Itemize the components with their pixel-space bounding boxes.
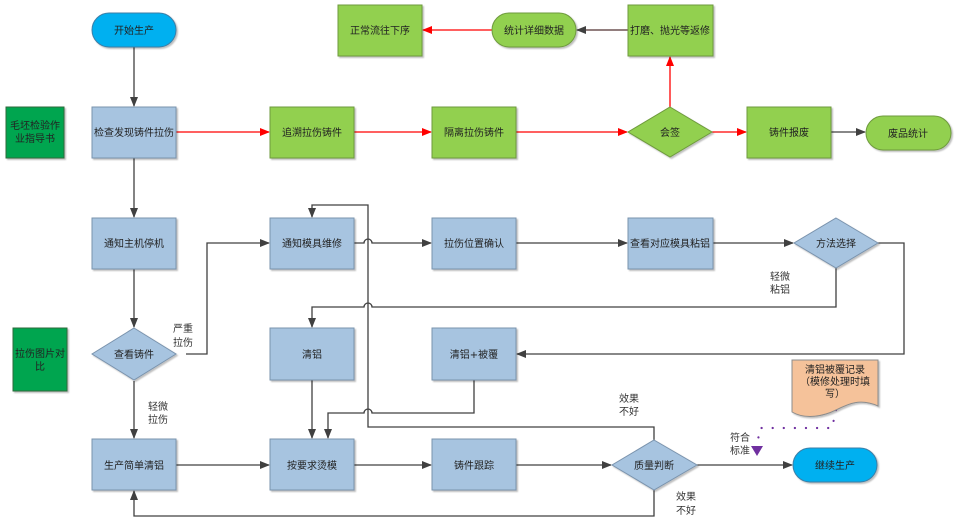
simple-clean-label: 生产简单清铝	[104, 459, 164, 472]
quality-judgement-decision[interactable]: 质量判断	[611, 439, 698, 491]
check-casting-decision[interactable]: 查看铸件	[91, 327, 177, 381]
defect-photo-compare[interactable]: 拉伤图片对 比	[12, 327, 68, 392]
guide-line-2: 业指导书	[15, 132, 55, 145]
scrap-stats-terminal[interactable]: 废品统计	[865, 115, 952, 151]
scrap-casting-box[interactable]: 铸件报废	[746, 106, 832, 159]
notify-stop-box[interactable]: 通知主机停机	[91, 217, 177, 270]
normal-flow-box[interactable]: 正常流往下序	[337, 4, 423, 57]
detail-stats-terminal[interactable]: 统计详细数据	[491, 12, 577, 48]
scrap-stats-label: 废品统计	[888, 127, 928, 140]
label-severe-1: 严重	[173, 322, 193, 335]
spray-mold-label: 按要求烫模	[287, 459, 337, 472]
method-choice-decision[interactable]: 方法选择	[793, 217, 879, 269]
start-terminal[interactable]: 开始生产	[91, 12, 177, 48]
rework-label: 打磨、抛光等返修	[630, 24, 710, 37]
inspect-defect-box[interactable]: 检查发现铸件拉伤	[91, 106, 177, 159]
simple-clean-box[interactable]: 生产简单清铝	[91, 438, 177, 491]
arrowhead-note-standard	[751, 446, 763, 456]
clean-aluminum-box[interactable]: 清铝	[269, 327, 355, 381]
method-choice-label: 方法选择	[816, 237, 856, 250]
check-mold-sticking-label: 查看对应模具粘铝	[630, 237, 710, 250]
label-meets-standard-1: 符合	[730, 431, 750, 444]
continue-production-label: 继续生产	[815, 459, 855, 472]
notify-mold-repair-box[interactable]: 通知模具维修	[269, 217, 355, 270]
check-mold-sticking-box[interactable]: 查看对应模具粘铝	[627, 217, 714, 270]
scrap-casting-label: 铸件报废	[769, 126, 809, 139]
isolate-castings-label: 隔离拉伤铸件	[444, 126, 504, 139]
connectors	[130, 26, 905, 517]
trace-castings-label: 追溯拉伤铸件	[282, 126, 342, 139]
connector-cleancoat-spray	[324, 380, 475, 439]
label-bad-effect-bottom-2: 不好	[676, 505, 696, 517]
countersign-decision[interactable]: 会签	[627, 106, 713, 158]
label-slight-strain-1: 轻微	[148, 400, 168, 413]
photo-compare-line-2: 比	[35, 361, 45, 373]
record-note-document[interactable]: 清铝被覆记录 （模修处理时填 写）	[791, 359, 879, 417]
clean-aluminum-label: 清铝	[302, 348, 322, 361]
continue-production-terminal[interactable]: 继续生产	[792, 447, 878, 483]
isolate-castings-box[interactable]: 隔离拉伤铸件	[431, 106, 517, 159]
spray-mold-box[interactable]: 按要求烫模	[269, 438, 355, 491]
rework-box[interactable]: 打磨、抛光等返修	[627, 4, 714, 57]
connector-notifymold-confirm	[354, 238, 432, 247]
label-slight-strain-2: 拉伤	[148, 413, 168, 426]
notify-mold-repair-label: 通知模具维修	[282, 237, 342, 250]
clean-and-coat-label: 清铝+被覆	[450, 348, 498, 361]
nodes: 开始生产 正常流往下序 统计详细数据 打磨、抛光等返修 毛坯检验作 业指导书 检…	[5, 4, 952, 491]
normal-flow-label: 正常流往下序	[350, 24, 410, 37]
label-bad-effect-bottom-1: 效果	[676, 490, 696, 503]
track-casting-label: 铸件跟踪	[454, 459, 494, 472]
connector-quality-simpleclean	[130, 490, 655, 517]
record-note-line-3: 写）	[825, 388, 845, 400]
label-slight-sticking-2: 粘铝	[770, 283, 790, 296]
record-note-line-1: 清铝被覆记录	[805, 363, 865, 376]
connector-method-cleancoat	[516, 242, 905, 358]
notify-stop-label: 通知主机停机	[104, 237, 164, 250]
detail-stats-label: 统计详细数据	[504, 24, 564, 37]
label-severe-2: 拉伤	[173, 336, 193, 349]
confirm-location-box[interactable]: 拉伤位置确认	[431, 217, 517, 270]
connector-note-standard	[755, 408, 838, 448]
quality-judgement-label: 质量判断	[634, 459, 674, 472]
start-label: 开始生产	[114, 24, 154, 37]
blank-inspection-guide[interactable]: 毛坯检验作 业指导书	[5, 106, 65, 159]
label-slight-sticking-1: 轻微	[770, 270, 790, 283]
clean-and-coat-box[interactable]: 清铝+被覆	[431, 327, 517, 381]
label-bad-effect-top-1: 效果	[619, 392, 639, 405]
connector-quality-notifymold	[308, 204, 655, 440]
confirm-location-label: 拉伤位置确认	[444, 237, 504, 250]
photo-compare-line-1: 拉伤图片对	[15, 347, 65, 360]
track-casting-box[interactable]: 铸件跟踪	[431, 438, 517, 491]
guide-line-1: 毛坯检验作	[10, 119, 60, 132]
check-casting-label: 查看铸件	[114, 348, 154, 361]
countersign-label: 会签	[660, 126, 680, 139]
connector-method-clean	[308, 268, 837, 328]
inspect-defect-label: 检查发现铸件拉伤	[94, 126, 174, 139]
label-meets-standard-2: 标准	[730, 445, 750, 457]
trace-castings-box[interactable]: 追溯拉伤铸件	[269, 106, 355, 159]
connector-check-notifymold	[186, 239, 270, 355]
record-note-line-2: （模修处理时填	[800, 375, 870, 388]
edge-labels: 严重 拉伤 轻微 拉伤 轻微 粘铝 效果 不好 效果 不好 符合 标准	[148, 270, 790, 517]
label-bad-effect-top-2: 不好	[619, 406, 639, 418]
